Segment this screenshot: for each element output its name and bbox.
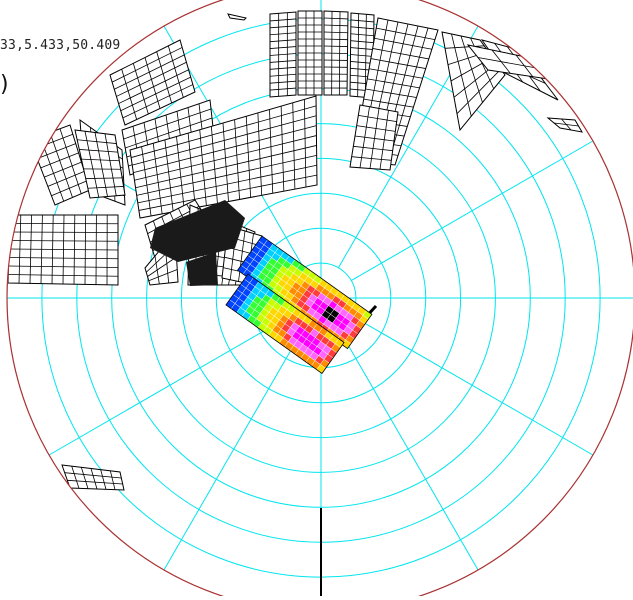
mesh-panel	[228, 14, 246, 20]
mesh-panel	[548, 118, 582, 132]
mesh-panel	[350, 105, 398, 170]
grid-spoke	[49, 315, 291, 455]
mesh-panel	[8, 215, 118, 285]
panel-outline	[228, 14, 246, 20]
illuminance-contour	[226, 236, 372, 373]
panel-line	[324, 53, 348, 54]
grid-spoke	[351, 315, 593, 455]
grid-spoke	[338, 328, 478, 570]
mesh-panel	[298, 11, 322, 95]
mesh-panel	[324, 11, 348, 95]
mesh-panel	[130, 96, 317, 218]
panel-line	[10, 232, 119, 233]
coordinate-readout: 33,5.433,50.409	[0, 38, 120, 53]
mesh-panel	[270, 12, 296, 97]
panel-outline	[548, 118, 582, 132]
paren-glyph: )	[0, 72, 9, 97]
mesh-panel	[62, 465, 124, 490]
panel-outline	[130, 96, 317, 218]
grid-spoke	[164, 328, 304, 570]
